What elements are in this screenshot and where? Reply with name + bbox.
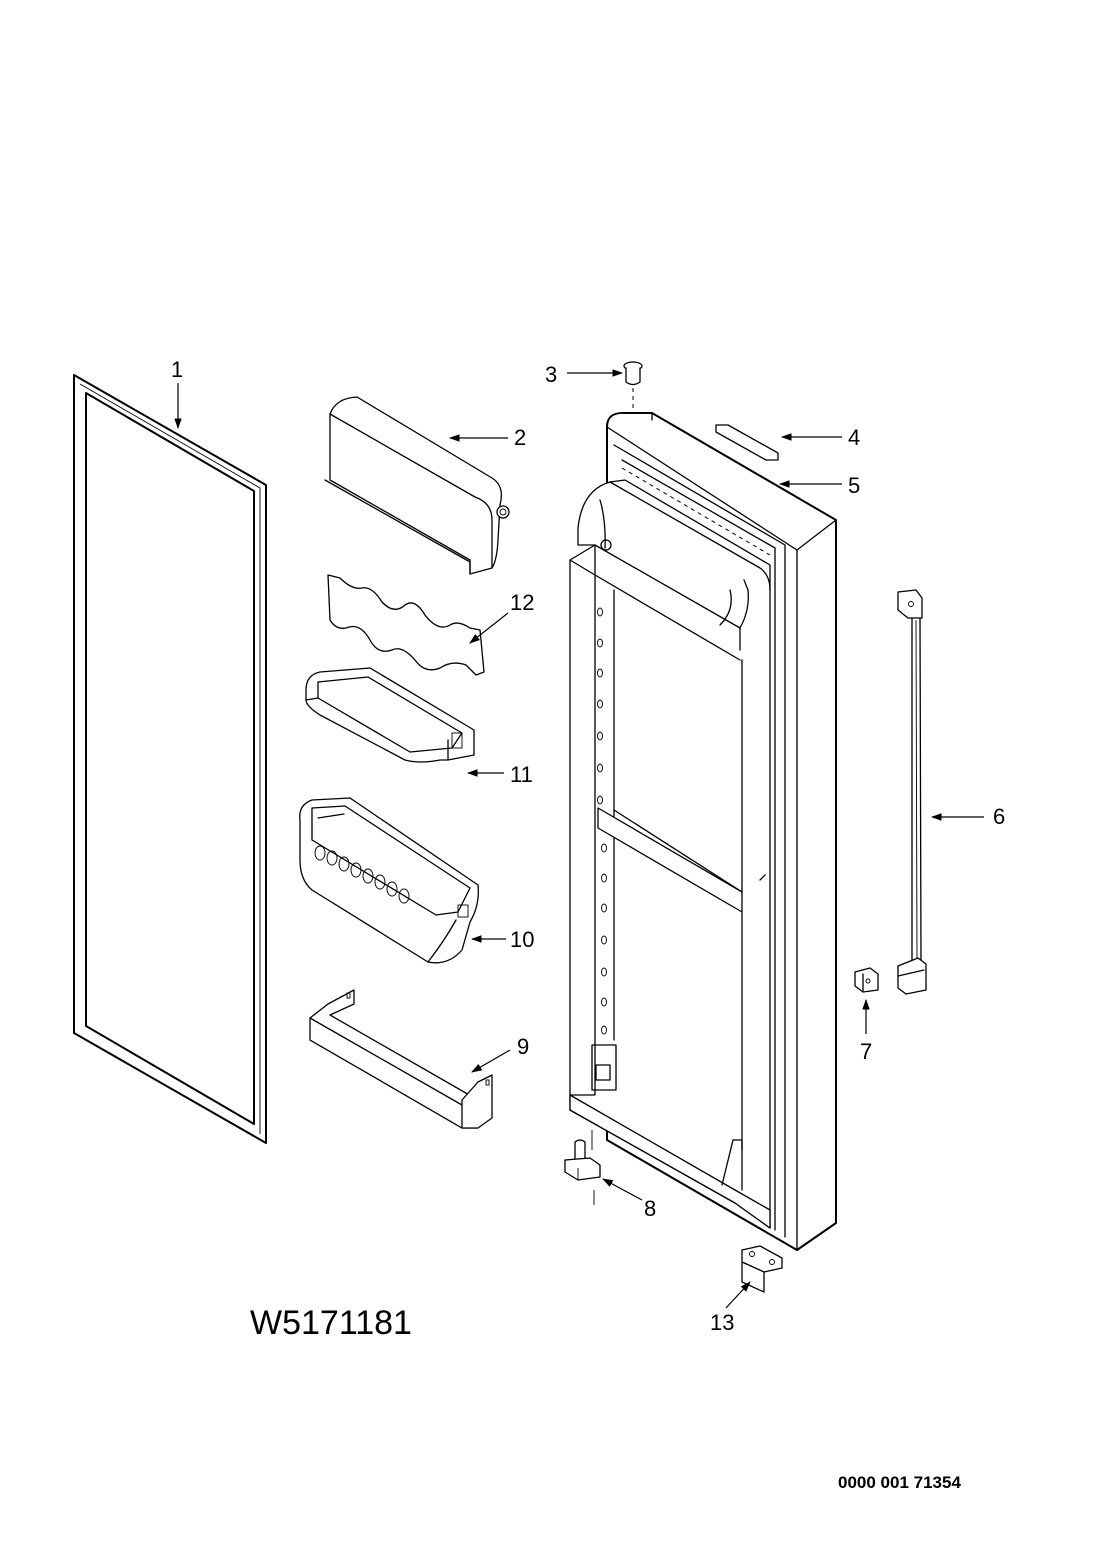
part-11-door-bin [305, 667, 475, 763]
callout-9: 9 [517, 1034, 529, 1059]
part-12-bin-retainer [327, 574, 485, 676]
callout-6: 6 [993, 804, 1005, 829]
callout-12: 12 [510, 590, 534, 615]
callout-11: 11 [510, 762, 533, 787]
callout-2: 2 [514, 425, 526, 450]
part-4-trim-strip [715, 424, 779, 461]
callout-8: 8 [644, 1196, 656, 1221]
part-13-hinge-bracket [741, 1245, 783, 1293]
part-10-gallon-bin [299, 797, 479, 964]
callout-5: 5 [848, 473, 860, 498]
callout-10: 10 [510, 927, 534, 952]
part-2-dairy-door [324, 396, 510, 575]
model-number: W5171181 [250, 1304, 412, 1342]
leader-lines [174, 369, 984, 1309]
document-number: 0000 001 71354 [838, 1473, 961, 1492]
part-6-door-handle [897, 589, 927, 995]
callout-3: 3 [545, 362, 557, 387]
callout-13: 13 [710, 1310, 734, 1335]
callout-7: 7 [860, 1039, 872, 1064]
part-1-door-gasket [73, 374, 267, 1144]
door-shelf-holes [597, 607, 607, 1035]
callout-4: 4 [848, 425, 860, 450]
part-5-door-assembly [569, 411, 837, 1251]
callout-1: 1 [171, 357, 183, 382]
bin-rib-pattern [314, 845, 410, 904]
part-7-handle-end-cap [854, 967, 879, 993]
part-8-lower-hinge [564, 1130, 601, 1205]
part-9-shelf-bar [309, 989, 493, 1129]
callout-labels: 1 2 3 4 5 6 7 8 9 10 11 12 13 [171, 357, 1005, 1335]
